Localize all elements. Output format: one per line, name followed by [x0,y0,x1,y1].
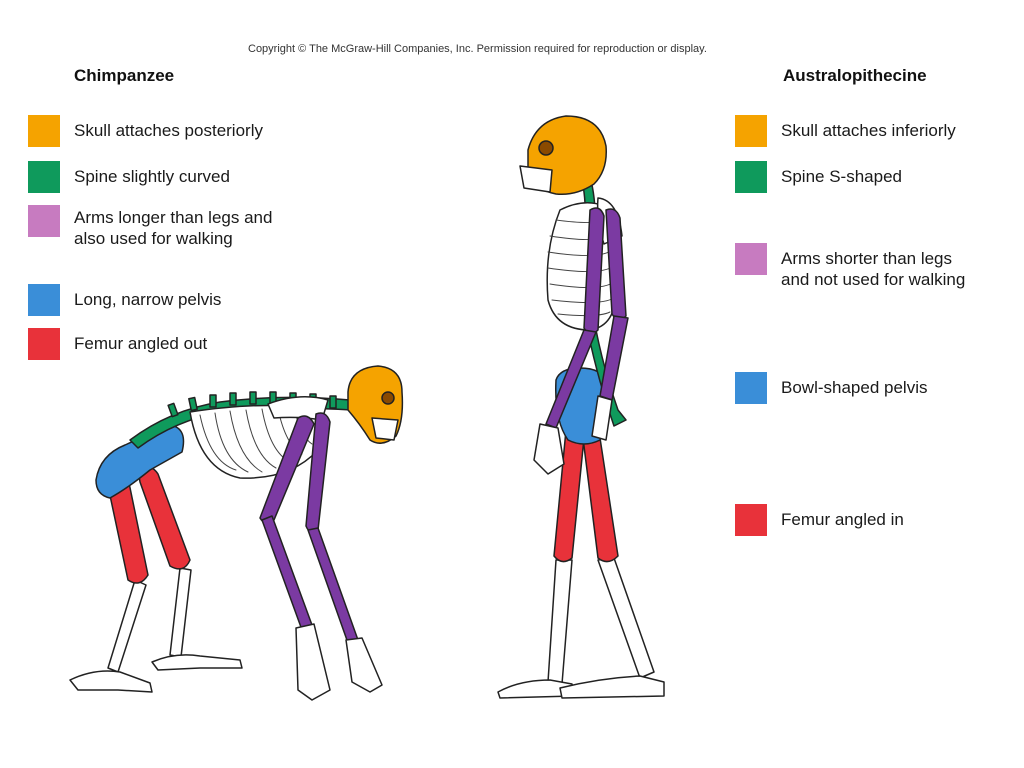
legend-right-skull: Skull attaches inferiorly [735,115,956,147]
legend-left-spine: Spine slightly curved [28,161,230,193]
chimp-pelvis [95,424,185,499]
femur-swatch [28,328,60,360]
pelvis-swatch [28,284,60,316]
chimp-jaw [371,417,399,441]
chimp-foot-front [151,654,243,671]
skull-swatch [735,115,767,147]
chimp-hand-back [295,623,331,701]
chimp-foot-back [69,670,153,693]
chimp-tibia-front [169,567,192,658]
chimp-eye-socket [381,391,395,405]
legend-label: Skull attaches inferiorly [781,121,956,140]
austral-foot-front [559,675,665,699]
austral-jaw [519,165,553,193]
spine-swatch [28,161,60,193]
chimp-forearm-back [261,515,313,631]
legend-label: Femur angled out [74,334,208,353]
femur-swatch [735,504,767,536]
legend-left-skull: Skull attaches posteriorly [28,115,263,147]
legend-label: Spine slightly curved [74,167,230,186]
legend-label: Femur angled in [781,510,904,529]
arms-swatch [28,205,60,237]
australopithecine-skeleton [497,115,665,699]
austral-tibia-front [597,557,655,679]
pelvis-swatch [735,372,767,404]
australopithecine-heading: Australopithecine [783,66,927,85]
legend-left-femur: Femur angled out [28,328,207,360]
austral-femur-front [581,427,619,563]
legend-left-arms: Arms longer than legs and also used for … [28,205,272,249]
skull-swatch [28,115,60,147]
chimp-hand-front [345,637,383,693]
legend-left-pelvis: Long, narrow pelvis [28,284,221,316]
legend-right-pelvis: Bowl-shaped pelvis [735,372,927,404]
legend-label: Arms shorter than legs and not used for … [781,249,966,289]
chimpanzee-skeleton [69,365,404,701]
copyright-notice: Copyright © The McGraw-Hill Companies, I… [248,43,707,55]
chimpanzee-heading: Chimpanzee [74,66,175,85]
legend-right-arms: Arms shorter than legs and not used for … [735,243,965,290]
austral-forearm-front [599,315,629,401]
austral-hand-front [591,395,613,441]
legend-label: Skull attaches posteriorly [74,121,263,140]
chimp-tibia-back [107,579,147,673]
legend-right-femur: Femur angled in [735,504,904,536]
legend-label: Long, narrow pelvis [74,290,222,309]
spine-swatch [735,161,767,193]
legend-label: Arms longer than legs and also used for … [74,208,273,248]
austral-tibia-back [547,559,573,685]
chimp-forearm-front [307,527,359,644]
legend-label: Spine S-shaped [781,167,902,186]
austral-eye-socket [538,140,554,156]
austral-hand-back [533,423,565,475]
legend-label: Bowl-shaped pelvis [781,378,928,397]
legend-right-spine: Spine S-shaped [735,161,902,193]
chimp-femur-front [137,466,191,570]
arms-swatch [735,243,767,275]
